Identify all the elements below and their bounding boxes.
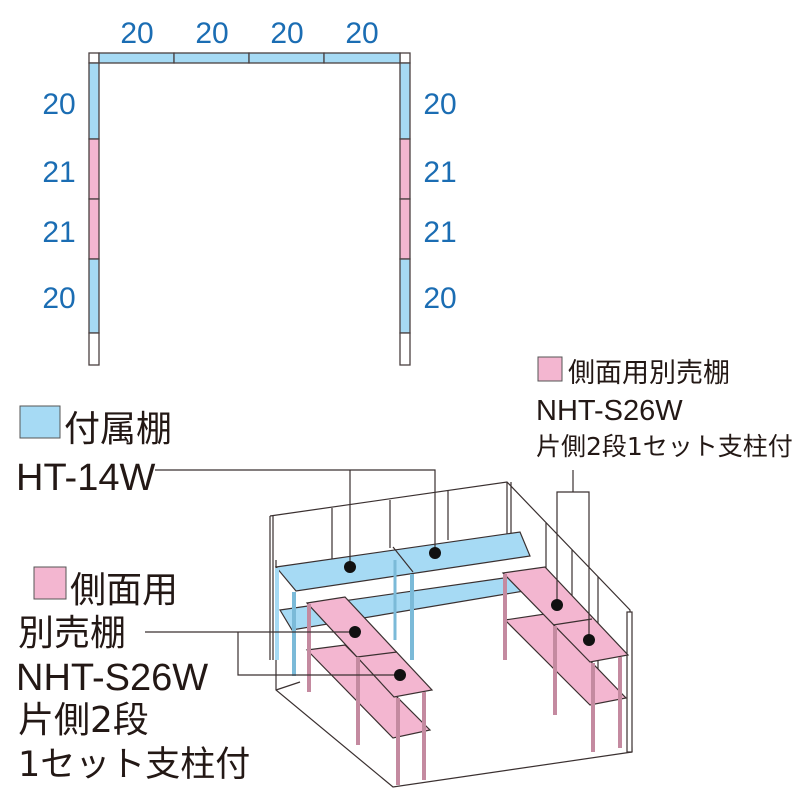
plan-left-end: [88, 332, 100, 366]
dim-top-3: 20: [270, 17, 303, 50]
side-shelf-right-note: 片側2段1セット支柱付: [536, 432, 793, 461]
side-shelf-left-note1: 片側2段: [18, 700, 149, 741]
dim-right-4: 20: [423, 282, 456, 315]
marker-dot: [551, 599, 563, 611]
plan-top-shelf: [98, 52, 175, 64]
side-shelf-right-swatch: [537, 356, 563, 382]
side-shelf-left-swatch: [33, 566, 67, 600]
plan-corner: [88, 52, 100, 64]
attached-shelf-swatch: [19, 405, 61, 439]
marker-dots: [344, 547, 595, 681]
dim-top-1: 20: [120, 17, 153, 50]
side-shelf-right-model: NHT-S26W: [536, 395, 683, 427]
side-shelf-left-line1: 側面用: [70, 570, 178, 611]
marker-dot: [349, 626, 361, 638]
plan-right-side-shelf: [399, 198, 411, 260]
plan-right-side-shelf: [399, 138, 411, 200]
attached-shelf-model: HT-14W: [16, 457, 155, 499]
plan-left-shelf: [88, 62, 100, 140]
plan-right-end: [399, 332, 411, 366]
plan-top-shelf: [248, 52, 325, 64]
attached-shelf-title: 付属棚: [64, 409, 172, 450]
dim-left-4: 20: [42, 282, 75, 315]
leader-lines: [145, 469, 590, 676]
dim-left-2: 21: [42, 156, 75, 189]
plan-right-shelf: [399, 258, 411, 334]
side-shelf-left-line2: 別売棚: [18, 613, 126, 654]
attached-shelf-top: [274, 531, 531, 592]
marker-dot: [583, 634, 595, 646]
side-shelf-right-3d: [501, 566, 630, 752]
plan-left-side-shelf: [88, 198, 100, 260]
plan-left-side-shelf: [88, 138, 100, 200]
plan-left-shelf: [88, 258, 100, 334]
side-shelf-right-top: [501, 566, 630, 663]
plan-corner: [399, 52, 411, 64]
side-shelf-right-lower: [503, 613, 628, 706]
dim-left-1: 20: [42, 88, 75, 121]
side-shelf-right-title: 側面用別売棚: [568, 358, 730, 389]
plan-top-shelf: [173, 52, 250, 64]
side-shelf-left-note2: 1セット支柱付: [18, 745, 250, 785]
dim-top-4: 20: [345, 17, 378, 50]
marker-dot: [344, 561, 356, 573]
dim-top-2: 20: [195, 17, 228, 50]
dim-right-1: 20: [423, 88, 456, 121]
dim-right-2: 21: [423, 156, 456, 189]
plan-right-shelf: [399, 62, 411, 140]
plan-view: [88, 52, 411, 366]
marker-dot: [394, 669, 406, 681]
dim-right-3: 21: [423, 216, 456, 249]
marker-dot: [429, 547, 441, 559]
plan-top-shelf: [323, 52, 401, 64]
dim-left-3: 21: [42, 216, 75, 249]
side-shelf-left-model: NHT-S26W: [16, 657, 208, 699]
